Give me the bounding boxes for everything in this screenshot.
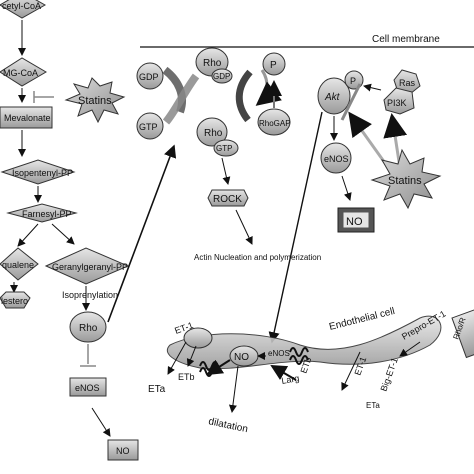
cholesterol-label: lestero [1, 296, 28, 306]
statins-starburst-right: Statins [370, 148, 442, 210]
eta-mid-label: ETa [366, 401, 380, 410]
exchange-arrow-1 [162, 66, 187, 114]
arrow-pi3k-to-akt [363, 83, 382, 92]
arrow-rho-to-gtp [107, 144, 177, 323]
etb-left-label: ETb [178, 372, 195, 382]
rhogap-node: RhoGAP [257, 108, 291, 136]
arrow-ppet1-to-bigbet1 [399, 341, 421, 357]
hmg-coa-node: MG-CoA [0, 57, 47, 87]
gdp-left-label: GDP [139, 72, 159, 82]
pi3k-label: PI3K [387, 98, 407, 108]
arrow-farnesyl-to-squalene [17, 223, 39, 247]
rock-label: ROCK [213, 194, 242, 205]
acetyl-coa-label: cetyl-CoA [2, 1, 41, 11]
dilatation-label: dilatation [207, 416, 248, 435]
arrow-no-to-receptor [206, 359, 231, 376]
p-akt-label: P [350, 76, 356, 86]
endothelial-label: Endothelial cell [328, 306, 396, 333]
edge-box-node: Rho/R [451, 307, 474, 359]
rho-gtp-label: Rho [204, 128, 223, 139]
arrow-et1-to-eta-left [167, 341, 187, 375]
gtp-left-node: GTP [136, 112, 164, 140]
statins-akt-arrow-shaft [340, 83, 362, 121]
enos-left-node: eNOS [69, 377, 107, 397]
isopentenyl-node: Isopentenyl-PP [0, 159, 76, 185]
rhogap-label: RhoGAP [259, 119, 291, 128]
et1-left-node: ET-1 [173, 320, 213, 349]
gtp-left-label: GTP [139, 122, 158, 132]
p-top-label: P [270, 60, 277, 71]
arrow-enos-to-no-left [91, 407, 111, 437]
squalene-label: qualene [2, 260, 34, 270]
no-right-node: NO [337, 207, 375, 233]
arrow-statins-to-pi3k [383, 113, 408, 169]
no-bottom-label: NO [234, 352, 249, 363]
pi3k-node: PI3K [383, 87, 415, 115]
arrow-farnesyl-to-geranyl [51, 223, 75, 245]
hmg-coa-label: MG-CoA [3, 68, 38, 78]
farnesyl-label: Farnesyl-PP [22, 209, 72, 219]
eta-left-label: ETa [148, 384, 166, 395]
enos-bottom-label: eNOS [268, 349, 290, 358]
rho-gdp-label: Rho [203, 58, 222, 69]
ras-label: Ras [399, 78, 416, 88]
no-left-label: NO [116, 446, 130, 456]
gtp-small-label: GTP [216, 144, 232, 153]
enos-left-label: eNOS [75, 383, 100, 393]
statins-left-label: Statins [78, 95, 112, 107]
arrow-larg [270, 364, 297, 381]
mevalonate-node: Mevalonate [0, 106, 53, 129]
isopentenyl-label: Isopentenyl-PP [12, 168, 73, 178]
cholesterol-node: lestero [0, 291, 31, 309]
statins-right-label: Statins [388, 175, 422, 187]
gap-arrow-1 [235, 69, 253, 123]
squalene-node: qualene [0, 247, 39, 281]
arrow-et1-to-eta [341, 351, 361, 391]
larg-label: Larg [281, 373, 300, 386]
no-right-label: NO [346, 216, 363, 228]
enos-right-label: eNOS [324, 154, 349, 164]
arrow-et1-to-etb-left [186, 345, 197, 367]
gdp-left-node: GDP [136, 62, 164, 90]
gdp-small-label: GDP [213, 72, 230, 81]
isoprenylation-label: Isoprenylation [62, 290, 118, 300]
arrow-akt-to-bottom-enos [268, 111, 323, 344]
acetyl-coa-node: cetyl-CoA [0, 0, 47, 19]
p-top-node: P [262, 52, 286, 76]
rock-node: ROCK [207, 189, 249, 207]
cell-membrane-label: Cell membrane [372, 34, 440, 45]
arrow-enos-to-no-right [341, 175, 352, 201]
gap-arrow-2 [255, 69, 282, 106]
geranyl-node: Geranylgeranyl-PP [44, 247, 130, 285]
mevalonate-label: Mevalonate [4, 113, 51, 123]
akt-node: Akt [317, 77, 351, 115]
no-left-node: NO [107, 439, 139, 461]
arrow-rock-to-actin [235, 209, 253, 245]
rho-left-label: Rho [79, 323, 98, 334]
exchange-arrow-2 [162, 73, 200, 125]
rho-gtp-node: Rho GTP [196, 117, 239, 157]
statins-starburst-left: Statins [64, 77, 126, 124]
rho-left-node: Rho [69, 311, 107, 343]
actin-label: Actin Nucleation and polymerization [194, 253, 321, 262]
akt-label: Akt [324, 92, 341, 103]
farnesyl-node: Farnesyl-PP [6, 203, 78, 223]
arrow-rho-to-rock [221, 157, 231, 185]
no-bottom-node: NO [229, 345, 259, 367]
enos-right-node: eNOS [320, 142, 352, 174]
arrow-no-to-dilatation [228, 365, 239, 413]
geranyl-label: Geranylgeranyl-PP [52, 262, 128, 272]
receptor-icon-mid [289, 347, 309, 365]
rho-gdp-node: Rho GDP [195, 47, 233, 84]
